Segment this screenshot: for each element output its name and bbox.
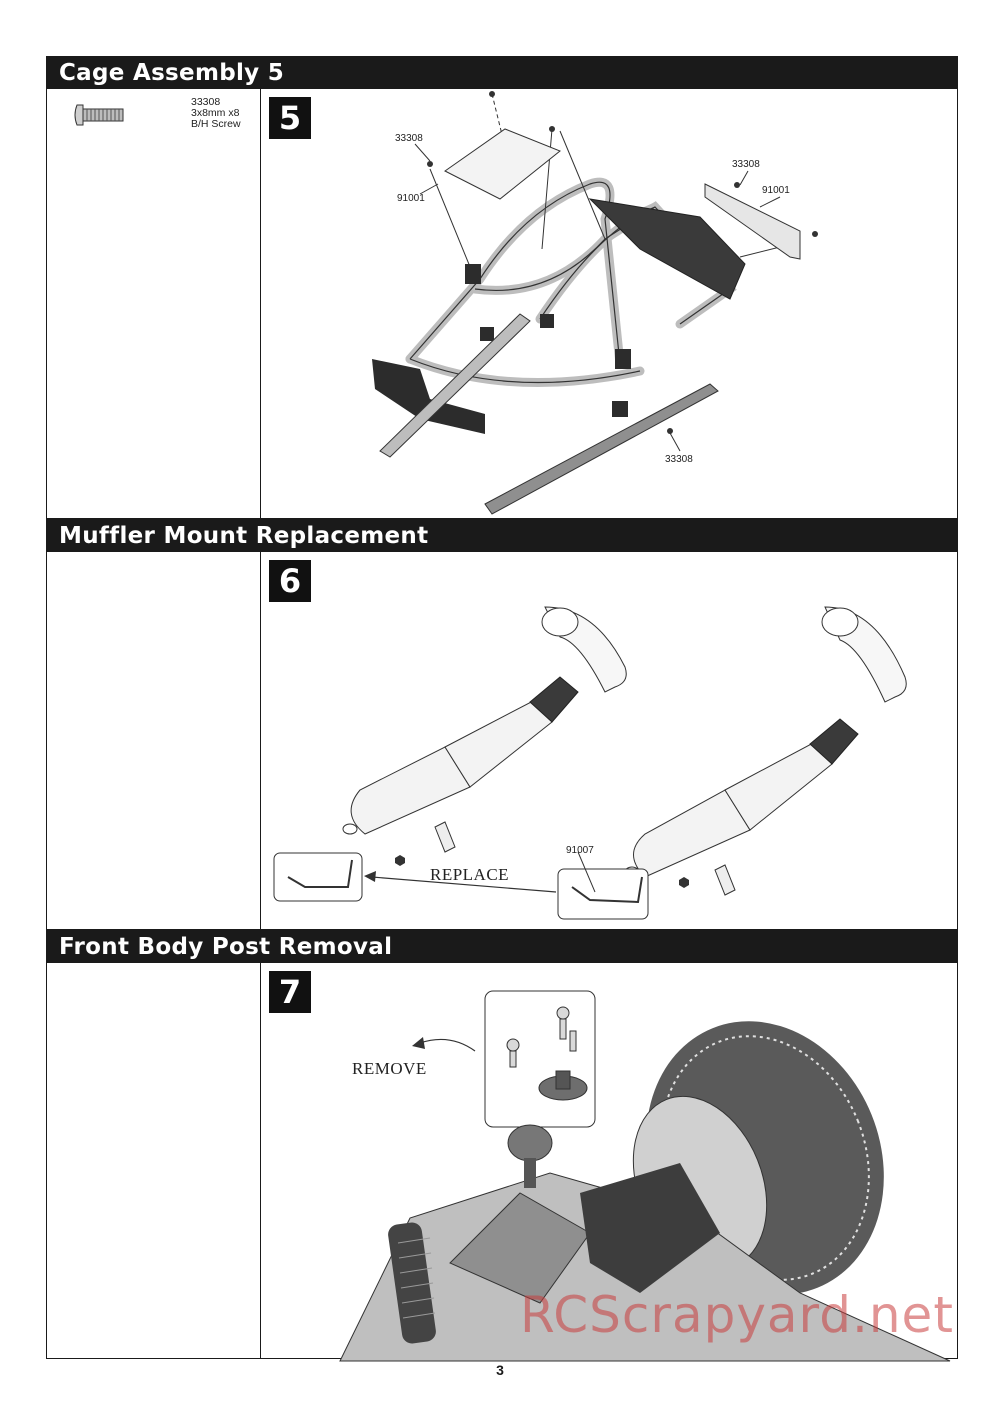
screw-spec: 33308 3x8mm x8 B/H Screw xyxy=(191,97,241,130)
section-front-body-post: Front Body Post Removal 7 REMOVE xyxy=(46,930,958,1362)
replace-label: REPLACE xyxy=(430,865,510,884)
section-title: Cage Assembly 5 xyxy=(47,57,957,89)
screw-part-number: 33308 xyxy=(191,96,221,108)
step-badge: 5 xyxy=(269,97,311,139)
screw-icon xyxy=(74,104,124,126)
step-badge: 6 xyxy=(269,560,311,602)
callout-91001: 91001 xyxy=(762,185,790,196)
callout-91007: 91007 xyxy=(566,845,594,856)
screw-size: 3x8mm x8 xyxy=(191,107,240,119)
screw-type: B/H Screw xyxy=(191,118,241,130)
section-cage-assembly: Cage Assembly 5 33308 3x8mm x8 B/H Screw… xyxy=(46,56,958,519)
hardware-panel xyxy=(47,552,261,929)
section-title: Front Body Post Removal xyxy=(47,931,957,963)
section-title: Muffler Mount Replacement xyxy=(47,520,957,552)
roll-cage-drawing xyxy=(372,91,818,515)
step-badge: 7 xyxy=(269,971,311,1013)
muffler-drawing xyxy=(273,606,907,920)
muffler-right xyxy=(624,718,859,896)
diagram-panel: 6 91007 REPLACE xyxy=(260,552,957,929)
hardware-panel: 33308 3x8mm x8 B/H Screw xyxy=(47,89,261,518)
callout-91001: 91001 xyxy=(397,193,425,204)
hardware-panel xyxy=(47,963,261,1358)
muffler-left xyxy=(342,676,579,853)
diagram-panel: 5 33308 91001 33308 91001 33308 xyxy=(260,89,957,518)
page-number: 3 xyxy=(496,1362,504,1378)
callout-33308: 33308 xyxy=(732,159,760,170)
remove-label: REMOVE xyxy=(352,1059,427,1078)
watermark: RCScrapyard.net xyxy=(520,1286,954,1344)
diagram-panel: 7 REMOVE xyxy=(260,963,957,1362)
body-post-drawing xyxy=(339,990,951,1362)
section-muffler-mount: Muffler Mount Replacement 6 91007 REPLAC… xyxy=(46,519,958,930)
callout-33308: 33308 xyxy=(665,454,693,465)
callout-33308: 33308 xyxy=(395,133,423,144)
